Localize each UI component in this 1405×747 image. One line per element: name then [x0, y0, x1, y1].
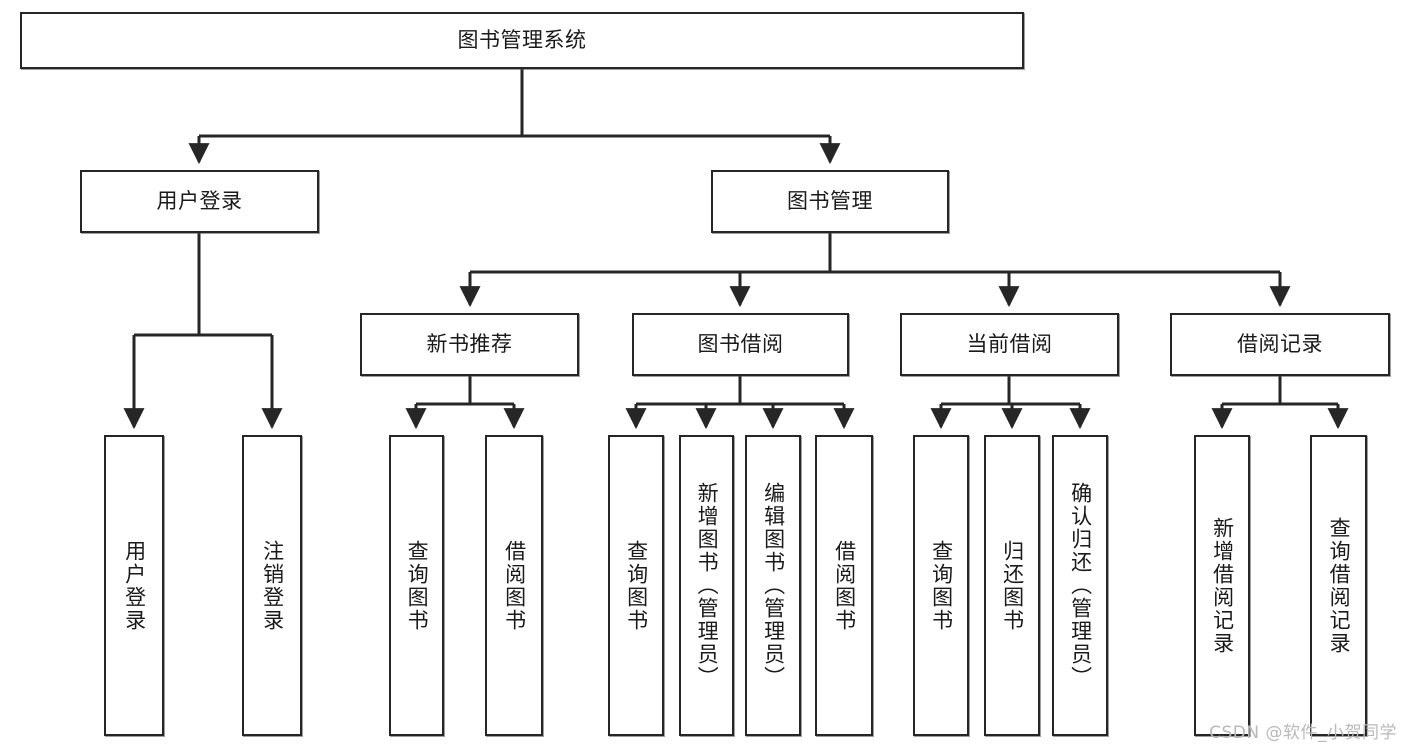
csdn-watermark: CSDN @软件_小贺同学 — [1209, 723, 1397, 743]
node-leaf-return-book[interactable]: 归还图书 — [984, 435, 1040, 736]
node-leaf-query-record[interactable]: 查询借阅记录 — [1310, 435, 1367, 736]
node-leaf-borrow-book-1[interactable]: 借阅图书 — [485, 435, 543, 736]
node-new-book-rec-label: 新书推荐 — [426, 332, 513, 357]
node-user-login[interactable]: 用户登录 — [80, 170, 319, 233]
node-leaf-query-book-2[interactable]: 查询图书 — [608, 435, 664, 736]
node-book-borrow[interactable]: 图书借阅 — [632, 313, 849, 376]
node-current-borrow[interactable]: 当前借阅 — [900, 313, 1119, 376]
node-current-borrow-label: 当前借阅 — [966, 332, 1053, 357]
node-leaf-user-login[interactable]: 用户登录 — [104, 435, 164, 736]
node-book-borrow-label: 图书借阅 — [697, 332, 784, 357]
node-leaf-query-book-3[interactable]: 查询图书 — [913, 435, 969, 736]
node-leaf-add-record[interactable]: 新增借阅记录 — [1194, 435, 1250, 736]
node-leaf-query-book-2-label: 查询图书 — [624, 539, 649, 632]
node-leaf-add-record-label: 新增借阅记录 — [1210, 516, 1235, 655]
node-leaf-edit-book-label: 编辑图书（管理员） — [761, 482, 786, 689]
node-leaf-add-book-label: 新增图书（管理员） — [695, 482, 720, 689]
node-book-manage[interactable]: 图书管理 — [711, 170, 949, 233]
node-book-manage-label: 图书管理 — [787, 189, 873, 214]
node-leaf-confirm-return[interactable]: 确认归还（管理员） — [1052, 435, 1108, 736]
node-leaf-return-book-label: 归还图书 — [1000, 539, 1025, 632]
node-leaf-borrow-book-2[interactable]: 借阅图书 — [815, 435, 873, 736]
node-leaf-query-book-1[interactable]: 查询图书 — [389, 435, 444, 736]
node-leaf-query-record-label: 查询借阅记录 — [1327, 516, 1352, 655]
node-leaf-query-book-1-label: 查询图书 — [405, 539, 430, 632]
node-leaf-query-book-3-label: 查询图书 — [929, 539, 954, 632]
node-user-login-label: 用户登录 — [156, 189, 243, 214]
node-leaf-confirm-return-label: 确认归还（管理员） — [1068, 482, 1093, 689]
node-borrow-record-label: 借阅记录 — [1237, 332, 1323, 357]
node-leaf-user-logout[interactable]: 注销登录 — [242, 435, 302, 736]
node-leaf-add-book[interactable]: 新增图书（管理员） — [679, 435, 734, 736]
node-leaf-borrow-book-1-label: 借阅图书 — [502, 539, 527, 632]
node-new-book-rec[interactable]: 新书推荐 — [360, 313, 579, 376]
node-leaf-edit-book[interactable]: 编辑图书（管理员） — [745, 435, 801, 736]
node-leaf-user-login-label: 用户登录 — [122, 539, 147, 632]
node-root[interactable]: 图书管理系统 — [20, 12, 1024, 69]
node-borrow-record[interactable]: 借阅记录 — [1170, 313, 1390, 376]
node-root-label: 图书管理系统 — [457, 28, 587, 53]
node-leaf-borrow-book-2-label: 借阅图书 — [832, 539, 857, 632]
node-leaf-user-logout-label: 注销登录 — [260, 539, 285, 632]
